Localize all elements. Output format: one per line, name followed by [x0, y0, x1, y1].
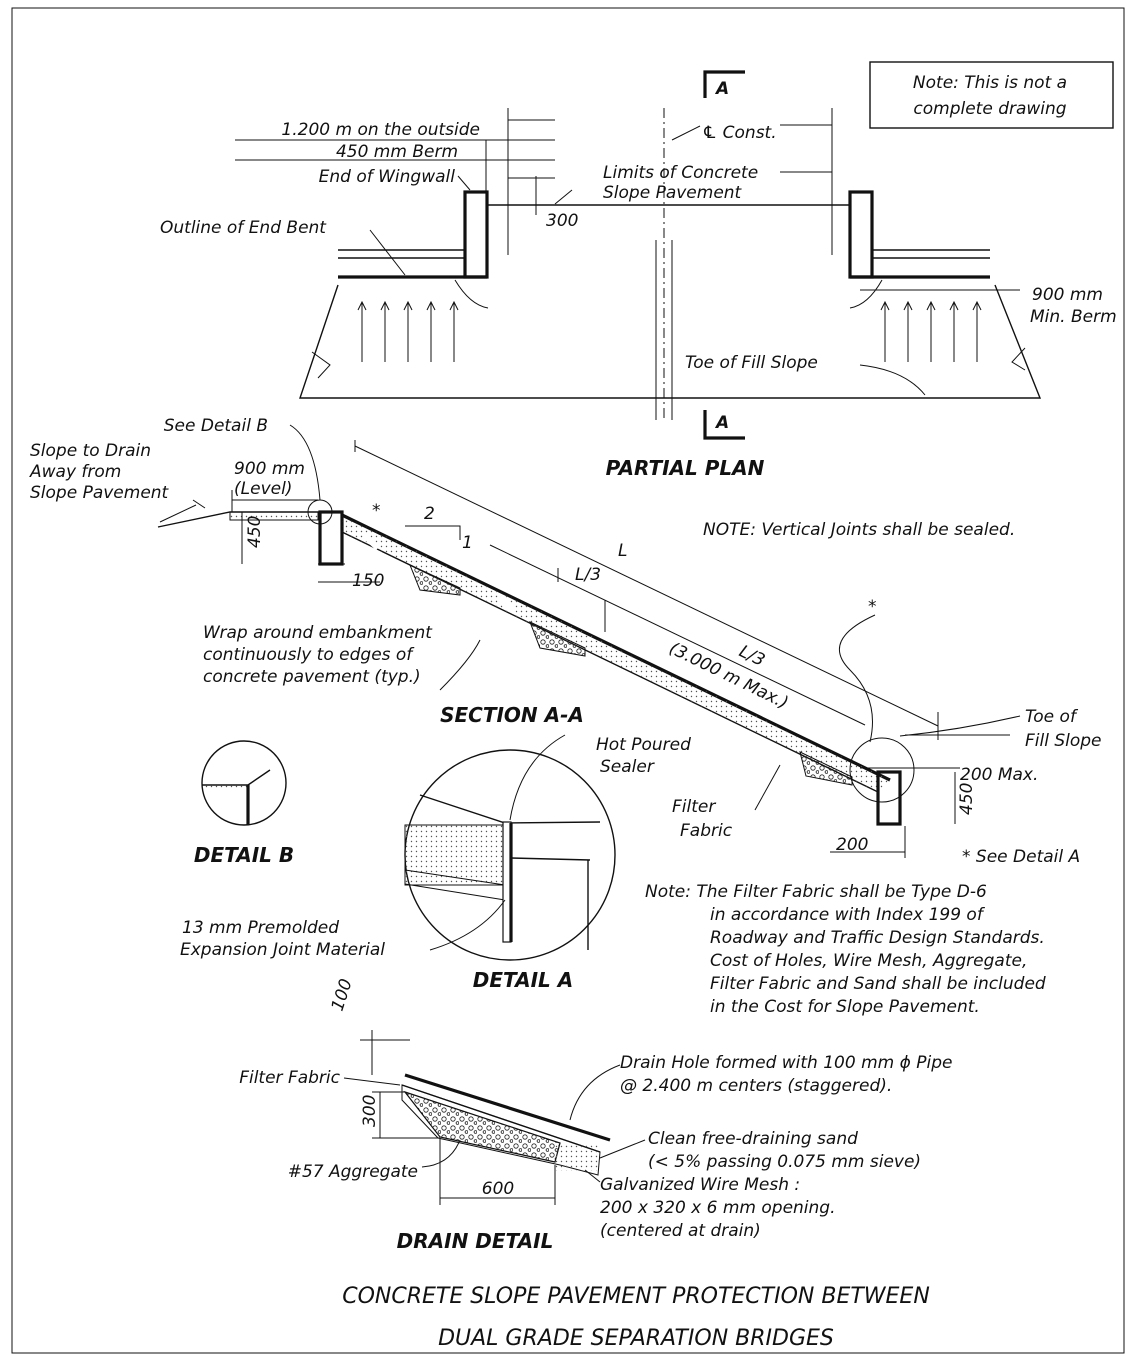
frame-note-line2: complete drawing [913, 99, 1066, 119]
fabric-note-line2: in accordance with Index 199 of [710, 905, 986, 925]
dim-L3-b: L/3 [736, 642, 768, 671]
title-partial-plan: PARTIAL PLAN [606, 456, 765, 480]
top-cutoff-wall [318, 510, 344, 566]
fabric-note-line5: Filter Fabric and Sand shall be included [710, 974, 1046, 994]
label-outside-berm-2: 450 mm Berm [336, 142, 458, 162]
sheet-title-line1: CONCRETE SLOPE PAVEMENT PROTECTION BETWE… [342, 1284, 930, 1309]
label-slope-drain-2: Away from [29, 462, 121, 482]
label-see-detail-a: * See Detail A [962, 847, 1080, 867]
title-detail-b: DETAIL B [194, 843, 294, 867]
dim-100: 100 [328, 977, 357, 1014]
label-hot-poured: Hot Poured [596, 735, 691, 755]
bottom-cutoff-wall [876, 770, 902, 826]
label-sand-1: Clean free-draining sand [648, 1129, 858, 1149]
dim-300: 300 [546, 211, 578, 231]
label-drain-hole-2: @ 2.400 m centers (staggered). [620, 1076, 892, 1096]
slope-rise: 1 [462, 533, 473, 553]
label-sealer: Sealer [600, 757, 655, 777]
label-end-wingwall: End of Wingwall [319, 167, 456, 187]
dim-L3-a: L/3 [575, 565, 601, 585]
dim-300-drain: 300 [360, 1095, 380, 1127]
section-cut-marker-top [703, 70, 745, 98]
label-mesh-1: Galvanized Wire Mesh : [600, 1175, 800, 1195]
section-mark-top: A [714, 79, 729, 99]
label-toe-2: Fill Slope [1025, 731, 1102, 751]
sheet-title-line2: DUAL GRADE SEPARATION BRIDGES [438, 1326, 834, 1351]
fabric-note-line3: Roadway and Traffic Design Standards. [710, 928, 1045, 948]
label-wrap-2: continuously to edges of [203, 645, 415, 665]
drain-detail: 100 300 600 Filter Fabric #57 Aggregate … [239, 977, 952, 1254]
label-aggregate: #57 Aggregate [288, 1162, 418, 1182]
label-wrap-1: Wrap around embankment [203, 623, 433, 643]
label-slope-drain-1: Slope to Drain [30, 441, 151, 461]
dim-900-mm: 900 mm [234, 459, 305, 479]
dim-200: 200 [836, 835, 868, 855]
title-section-a-a: SECTION A-A [440, 703, 584, 727]
right-wingwall [848, 190, 874, 279]
label-limits-1: Limits of Concrete [603, 163, 758, 183]
label-centerline-const: ℄ Const. [702, 123, 777, 143]
frame-note-box: Note: This is not a complete drawing [869, 61, 1114, 129]
label-drain-filter: Filter Fabric [239, 1068, 340, 1088]
label-min-berm-1: 900 mm [1032, 285, 1103, 305]
section-mark-bottom: A [714, 413, 729, 433]
section-a-a: See Detail B Slope to Drain Away from Sl… [29, 416, 1102, 867]
section-cut-marker-bottom [703, 410, 745, 440]
filter-fabric-note: Note: The Filter Fabric shall be Type D-… [645, 882, 1046, 1017]
asterisk-left: * [372, 501, 381, 521]
fill-slope-outline [299, 284, 1042, 399]
asterisk-right: * [868, 597, 877, 617]
dim-600: 600 [482, 1179, 514, 1199]
label-mesh-3: (centered at drain) [600, 1221, 761, 1241]
dim-L: L [618, 541, 627, 561]
dim-450-right: 450 [957, 783, 977, 815]
fabric-note-line1: Note: The Filter Fabric shall be Type D-… [645, 882, 987, 902]
sheet-frame [11, 7, 1125, 1354]
label-min-berm-2: Min. Berm [1030, 307, 1117, 327]
fabric-note-line6: in the Cost for Slope Pavement. [710, 997, 980, 1017]
label-drain-hole-1: Drain Hole formed with 100 mm ϕ Pipe [620, 1053, 952, 1073]
slope-run: 2 [424, 504, 435, 524]
title-drain-detail: DRAIN DETAIL [397, 1229, 554, 1253]
detail-a: Hot Poured Sealer 13 mm Premolded Expans… [180, 734, 691, 992]
label-see-detail-b: See Detail B [164, 416, 268, 436]
label-toe-fill-slope: Toe of Fill Slope [685, 353, 818, 373]
label-premolded-2: Expansion Joint Material [180, 940, 385, 960]
label-toe-1: Toe of [1025, 707, 1079, 727]
label-sand-2: (< 5% passing 0.075 mm sieve) [648, 1152, 921, 1172]
partial-plan: A A [160, 70, 1117, 480]
frame-note-line1: Note: This is not a [913, 73, 1067, 93]
label-mesh-2: 200 x 320 x 6 mm opening. [600, 1198, 836, 1218]
label-slope-drain-3: Slope Pavement [30, 483, 170, 503]
label-outside-berm-1: 1.200 m on the outside [281, 120, 480, 140]
label-premolded-1: 13 mm Premolded [182, 918, 339, 938]
dim-450-left: 450 [245, 516, 265, 548]
dim-150: 150 [352, 571, 384, 591]
title-detail-a: DETAIL A [473, 968, 573, 992]
label-limits-2: Slope Pavement [603, 183, 743, 203]
label-filter-1: Filter [672, 797, 716, 817]
left-wingwall [463, 190, 489, 279]
label-outline-end-bent: Outline of End Bent [160, 218, 327, 238]
dim-200-max: 200 Max. [960, 765, 1038, 785]
label-filter-2: Fabric [680, 821, 733, 841]
detail-b: DETAIL B [194, 740, 294, 867]
label-wrap-3: concrete pavement (typ.) [203, 667, 421, 687]
note-vertical-joints: NOTE: Vertical Joints shall be sealed. [703, 520, 1015, 540]
dim-900-level: (Level) [234, 479, 292, 499]
fabric-note-line4: Cost of Holes, Wire Mesh, Aggregate, [710, 951, 1027, 971]
